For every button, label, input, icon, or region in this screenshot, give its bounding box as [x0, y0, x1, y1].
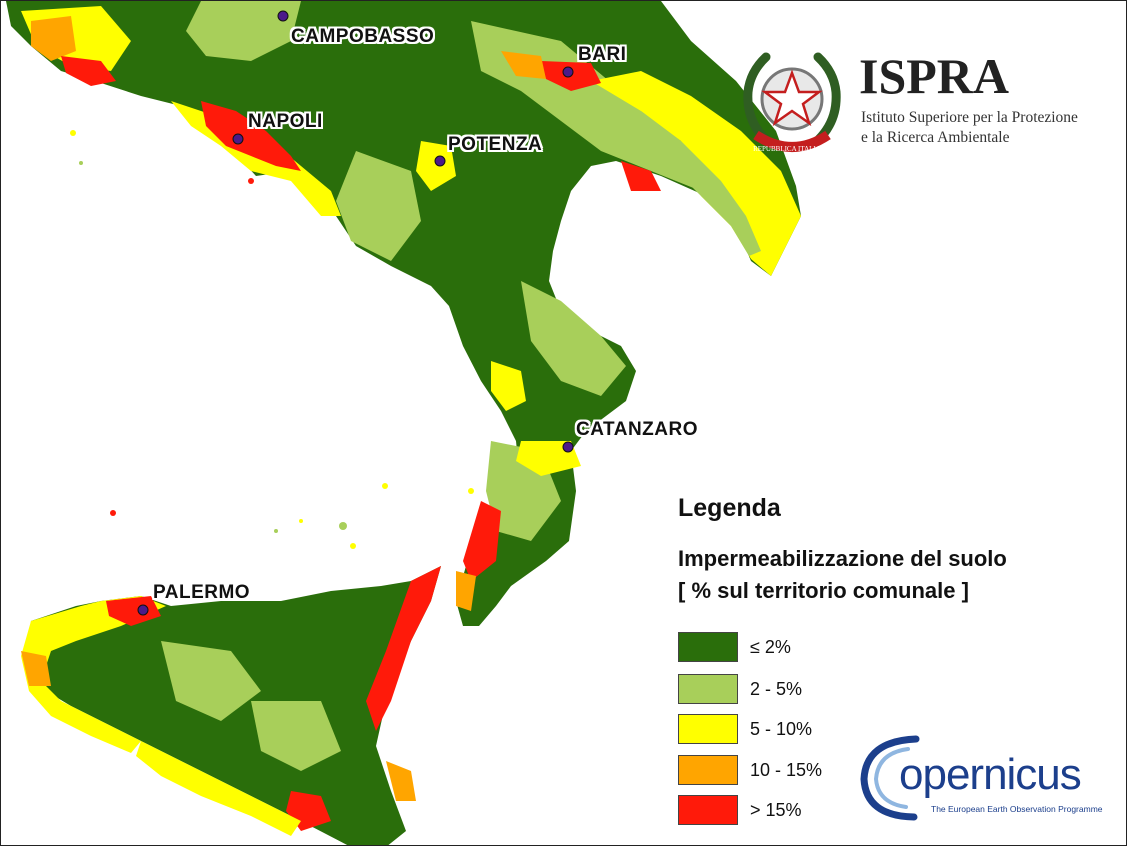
- legend-item: > 15%: [678, 794, 802, 826]
- napoli-marker[interactable]: [232, 133, 244, 145]
- legend-item: 10 - 15%: [678, 754, 822, 786]
- legend-label: 5 - 10%: [750, 718, 813, 739]
- city-markers: [137, 10, 574, 616]
- sicily-lightgreen-1: [161, 641, 261, 721]
- legend-subtitle-line2: [ % sul territorio comunale ]: [678, 578, 969, 603]
- napoli-red: [201, 101, 301, 171]
- sicily-lightgreen-2: [251, 701, 341, 771]
- mainland-lightgreen-1: [186, 1, 301, 61]
- sicily-west-orange: [21, 651, 51, 686]
- mainland-lightgreen-4: [521, 281, 626, 396]
- legend-title: Legenda: [678, 494, 781, 522]
- legend-item: 5 - 10%: [678, 713, 812, 745]
- taranto-red: [621, 161, 661, 191]
- sicily-coast-yellow: [21, 596, 166, 753]
- puglia-lightgreen: [641, 111, 761, 256]
- italian-republic-emblem-icon: REPUBBLICA ITALIANA: [743, 52, 841, 153]
- copernicus-logo-icon: [860, 735, 920, 821]
- west-red: [61, 56, 116, 86]
- legend-label: > 15%: [750, 799, 802, 820]
- legend-label: ≤ 2%: [750, 636, 791, 657]
- legend-label: 2 - 5%: [750, 678, 803, 699]
- calabria-tip-red: [463, 501, 501, 581]
- legend-item: ≤ 2%: [678, 631, 791, 663]
- copernicus-tagline: The European Earth Observation Programme: [931, 804, 1103, 814]
- sicily-south-yellow: [136, 741, 301, 836]
- bari-marker[interactable]: [562, 66, 574, 78]
- legend-swatch-class5: [678, 795, 738, 825]
- potenza-marker[interactable]: [434, 155, 446, 167]
- mainland: [6, 1, 801, 626]
- mainland-lightgreen-3: [336, 151, 421, 261]
- legend-swatch-class4: [678, 755, 738, 785]
- emblem-ribbon-text: REPUBBLICA ITALIANA: [753, 145, 831, 153]
- sicily-east-red: [366, 566, 441, 731]
- city-label-potenza: POTENZA: [448, 134, 543, 155]
- campobasso-marker[interactable]: [277, 10, 289, 22]
- palermo-red: [106, 596, 161, 626]
- cosenza-yellow: [491, 361, 526, 411]
- org-name: ISPRA: [859, 48, 1010, 104]
- legend-swatch-class3: [678, 714, 738, 744]
- legend-label: 10 - 15%: [750, 759, 823, 780]
- city-label-bari: BARI: [578, 44, 627, 65]
- legend-swatch-class2: [678, 674, 738, 704]
- sicily: [21, 566, 441, 845]
- calabria-tip-orange: [456, 571, 476, 611]
- legend-swatch-class1: [678, 632, 738, 662]
- potenza-yellow: [416, 141, 456, 191]
- legend-subtitle-line1: Impermeabilizzazione del suolo: [678, 546, 1007, 571]
- legend-item: 2 - 5%: [678, 673, 802, 705]
- city-label-catanzaro: CATANZARO: [576, 419, 698, 440]
- palermo-marker[interactable]: [137, 604, 149, 616]
- bari-orange: [501, 51, 546, 79]
- sicily-southeast-orange: [386, 761, 416, 801]
- mainland-base: [6, 1, 801, 626]
- city-label-palermo: PALERMO: [153, 582, 251, 603]
- city-label-campobasso: CAMPOBASSO: [291, 26, 435, 47]
- city-label-napoli: NAPOLI: [248, 111, 323, 132]
- small-islands: [70, 130, 474, 549]
- catanzaro-marker[interactable]: [562, 441, 574, 453]
- org-subtitle-line2: e la Ricerca Ambientale: [861, 129, 1010, 146]
- north-orange: [31, 16, 76, 61]
- copernicus-wordmark: opernicus: [899, 750, 1082, 799]
- org-subtitle-line1: Istituto Superiore per la Protezione: [861, 109, 1078, 126]
